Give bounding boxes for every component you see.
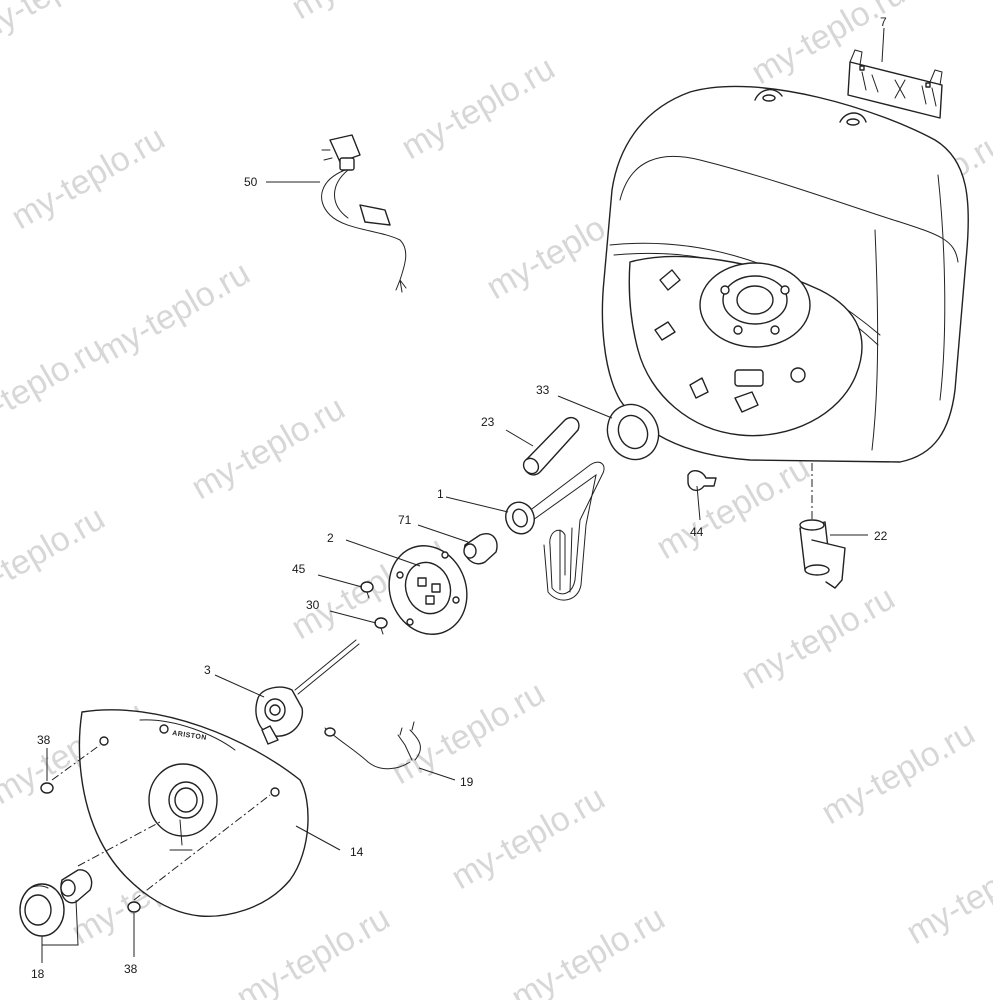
watermark-text: my-teplo.ru <box>395 49 561 167</box>
water-heater-tank <box>601 85 970 463</box>
thermostat-part-3 <box>255 639 360 745</box>
screw-part-30 <box>374 617 388 635</box>
assembly-guide-lines <box>51 463 813 901</box>
front-cover-part-14: ARISTON <box>78 709 309 917</box>
part-label-50: 50 <box>244 175 258 189</box>
watermark-text: my-teplo.ru <box>735 579 901 697</box>
thermal-cutout-part-19 <box>324 721 421 770</box>
leader-lines <box>41 27 885 963</box>
brand-logo-text: ARISTON <box>172 730 208 742</box>
watermark-text: my-teplo.ru <box>230 899 396 1000</box>
safety-valve-part-22 <box>799 519 846 589</box>
watermark-text: my-teplo.ru <box>815 714 981 832</box>
watermark-text: my-teplo.ru <box>5 119 171 237</box>
part-label-44: 44 <box>690 525 704 539</box>
control-knob-part-18 <box>19 869 93 937</box>
part-label-45: 45 <box>292 562 306 576</box>
cap-part-38-upper <box>40 782 54 794</box>
clip-part-44 <box>687 470 717 492</box>
part-label-22: 22 <box>874 529 888 543</box>
gasket-part-33 <box>606 403 660 461</box>
part-label-18: 18 <box>31 967 45 981</box>
flange-plate-part-2 <box>388 545 468 635</box>
watermark-text: my-teplo.ru <box>0 0 131 52</box>
watermark-text: my-teplo.ru <box>285 0 451 27</box>
part-label-3: 3 <box>204 663 211 677</box>
part-label-2: 2 <box>327 531 334 545</box>
watermark-text: my-teplo.ru <box>650 449 816 567</box>
part-label-23: 23 <box>481 415 495 429</box>
watermark-text: my-teplo.ru <box>445 779 611 897</box>
power-cord-part-50 <box>321 134 407 293</box>
fitting-part-71 <box>463 533 498 565</box>
part-label-71: 71 <box>398 513 412 527</box>
part-label-19: 19 <box>460 775 474 789</box>
anode-part-23 <box>522 416 580 476</box>
part-label-30: 30 <box>306 598 320 612</box>
watermark-text: my-teplo.ru <box>185 389 351 507</box>
wall-bracket-part-7 <box>847 49 943 119</box>
cap-part-38-lower <box>127 901 141 913</box>
part-label-14: 14 <box>350 845 364 859</box>
watermark-text: my-teplo.ru <box>0 499 111 617</box>
watermark-text: my-teplo.ru <box>90 254 256 372</box>
watermark-text: my-teplo.ru <box>505 899 671 1000</box>
part-number-labels: 7 50 33 23 1 71 2 45 30 3 38 19 14 18 38… <box>31 15 888 981</box>
part-label-38-upper: 38 <box>37 733 51 747</box>
part-label-33: 33 <box>536 383 550 397</box>
watermark-text: my-teplo.ru <box>0 329 111 447</box>
watermark-text: my-teplo.ru <box>900 834 993 952</box>
part-label-38-lower: 38 <box>124 962 138 976</box>
part-label-7: 7 <box>880 15 887 29</box>
part-label-1: 1 <box>437 487 444 501</box>
heating-element-part-1 <box>505 461 605 601</box>
